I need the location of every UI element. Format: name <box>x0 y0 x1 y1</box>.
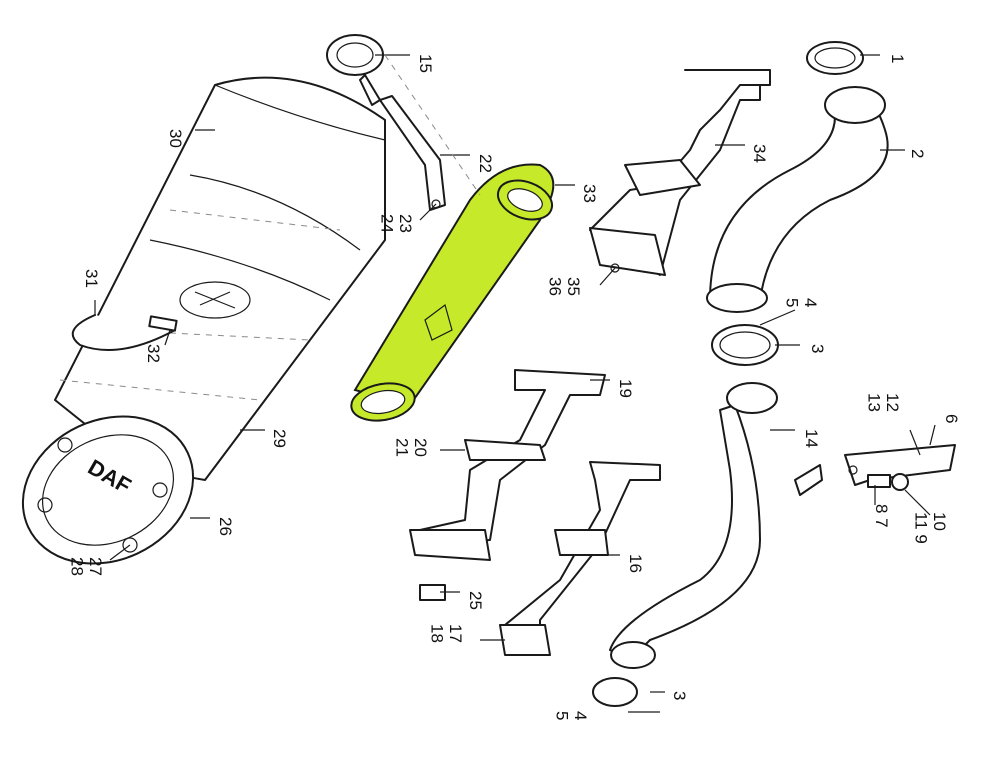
callout-12-13: 1213 <box>864 393 902 412</box>
callout-34: 34 <box>750 144 769 163</box>
callout-25: 25 <box>466 591 485 610</box>
callout-27-28: 2728 <box>67 557 105 576</box>
callout-6: 6 <box>942 414 961 423</box>
callout-1: 1 <box>888 54 907 63</box>
callout-32: 32 <box>144 344 163 363</box>
callout-16: 16 <box>626 554 645 573</box>
bracket-strap[interactable] <box>379 95 446 211</box>
callout-2: 2 <box>908 149 927 158</box>
callout-29: 29 <box>270 429 289 448</box>
callout-35-36: 3536 <box>545 277 583 296</box>
highlighted-exhaust-pipe[interactable] <box>348 163 557 425</box>
callout-31: 31 <box>82 269 101 288</box>
callout-4-5-middle: 45 <box>782 298 820 307</box>
middle-mounting-bracket[interactable] <box>409 369 606 561</box>
callout-33: 33 <box>580 184 599 203</box>
callout-22: 22 <box>476 154 495 173</box>
hose-clamp-middle[interactable] <box>711 324 779 366</box>
callout-15: 15 <box>416 54 435 73</box>
callout-8-7: 8 7 <box>872 504 891 528</box>
callout-3-bottom: 3 <box>670 691 689 700</box>
callout-26: 26 <box>216 517 235 536</box>
callout-14: 14 <box>802 429 821 448</box>
callout-30: 30 <box>166 129 185 148</box>
callout-17-18: 1718 <box>427 624 465 643</box>
flexible-bellows-pipe[interactable] <box>706 86 889 313</box>
upper-mounting-bracket[interactable] <box>589 69 771 276</box>
sensor-cable[interactable] <box>71 314 178 351</box>
callout-19: 19 <box>616 379 635 398</box>
leader-lines <box>94 54 936 713</box>
callout-20-21: 2021 <box>392 438 430 457</box>
top-clamp[interactable] <box>326 34 384 106</box>
small-support-bracket[interactable] <box>844 444 956 491</box>
hose-clamp-bottom[interactable] <box>592 677 638 707</box>
callout-3-middle: 3 <box>808 344 827 353</box>
callout-23-24: 2324 <box>377 214 415 233</box>
lower-exhaust-pipe[interactable] <box>609 382 823 669</box>
rubber-pad[interactable] <box>419 584 446 601</box>
callout-9-10-11: 1011 9 <box>911 512 949 544</box>
hose-clamp-top[interactable] <box>806 41 864 75</box>
callout-labels: 1 2 3 45 3 45 6 8 7 1011 9 1213 14 15 16… <box>67 54 961 720</box>
silencer-end-cap[interactable]: DAF <box>0 389 217 590</box>
callout-4-5-bottom: 45 <box>552 711 590 720</box>
